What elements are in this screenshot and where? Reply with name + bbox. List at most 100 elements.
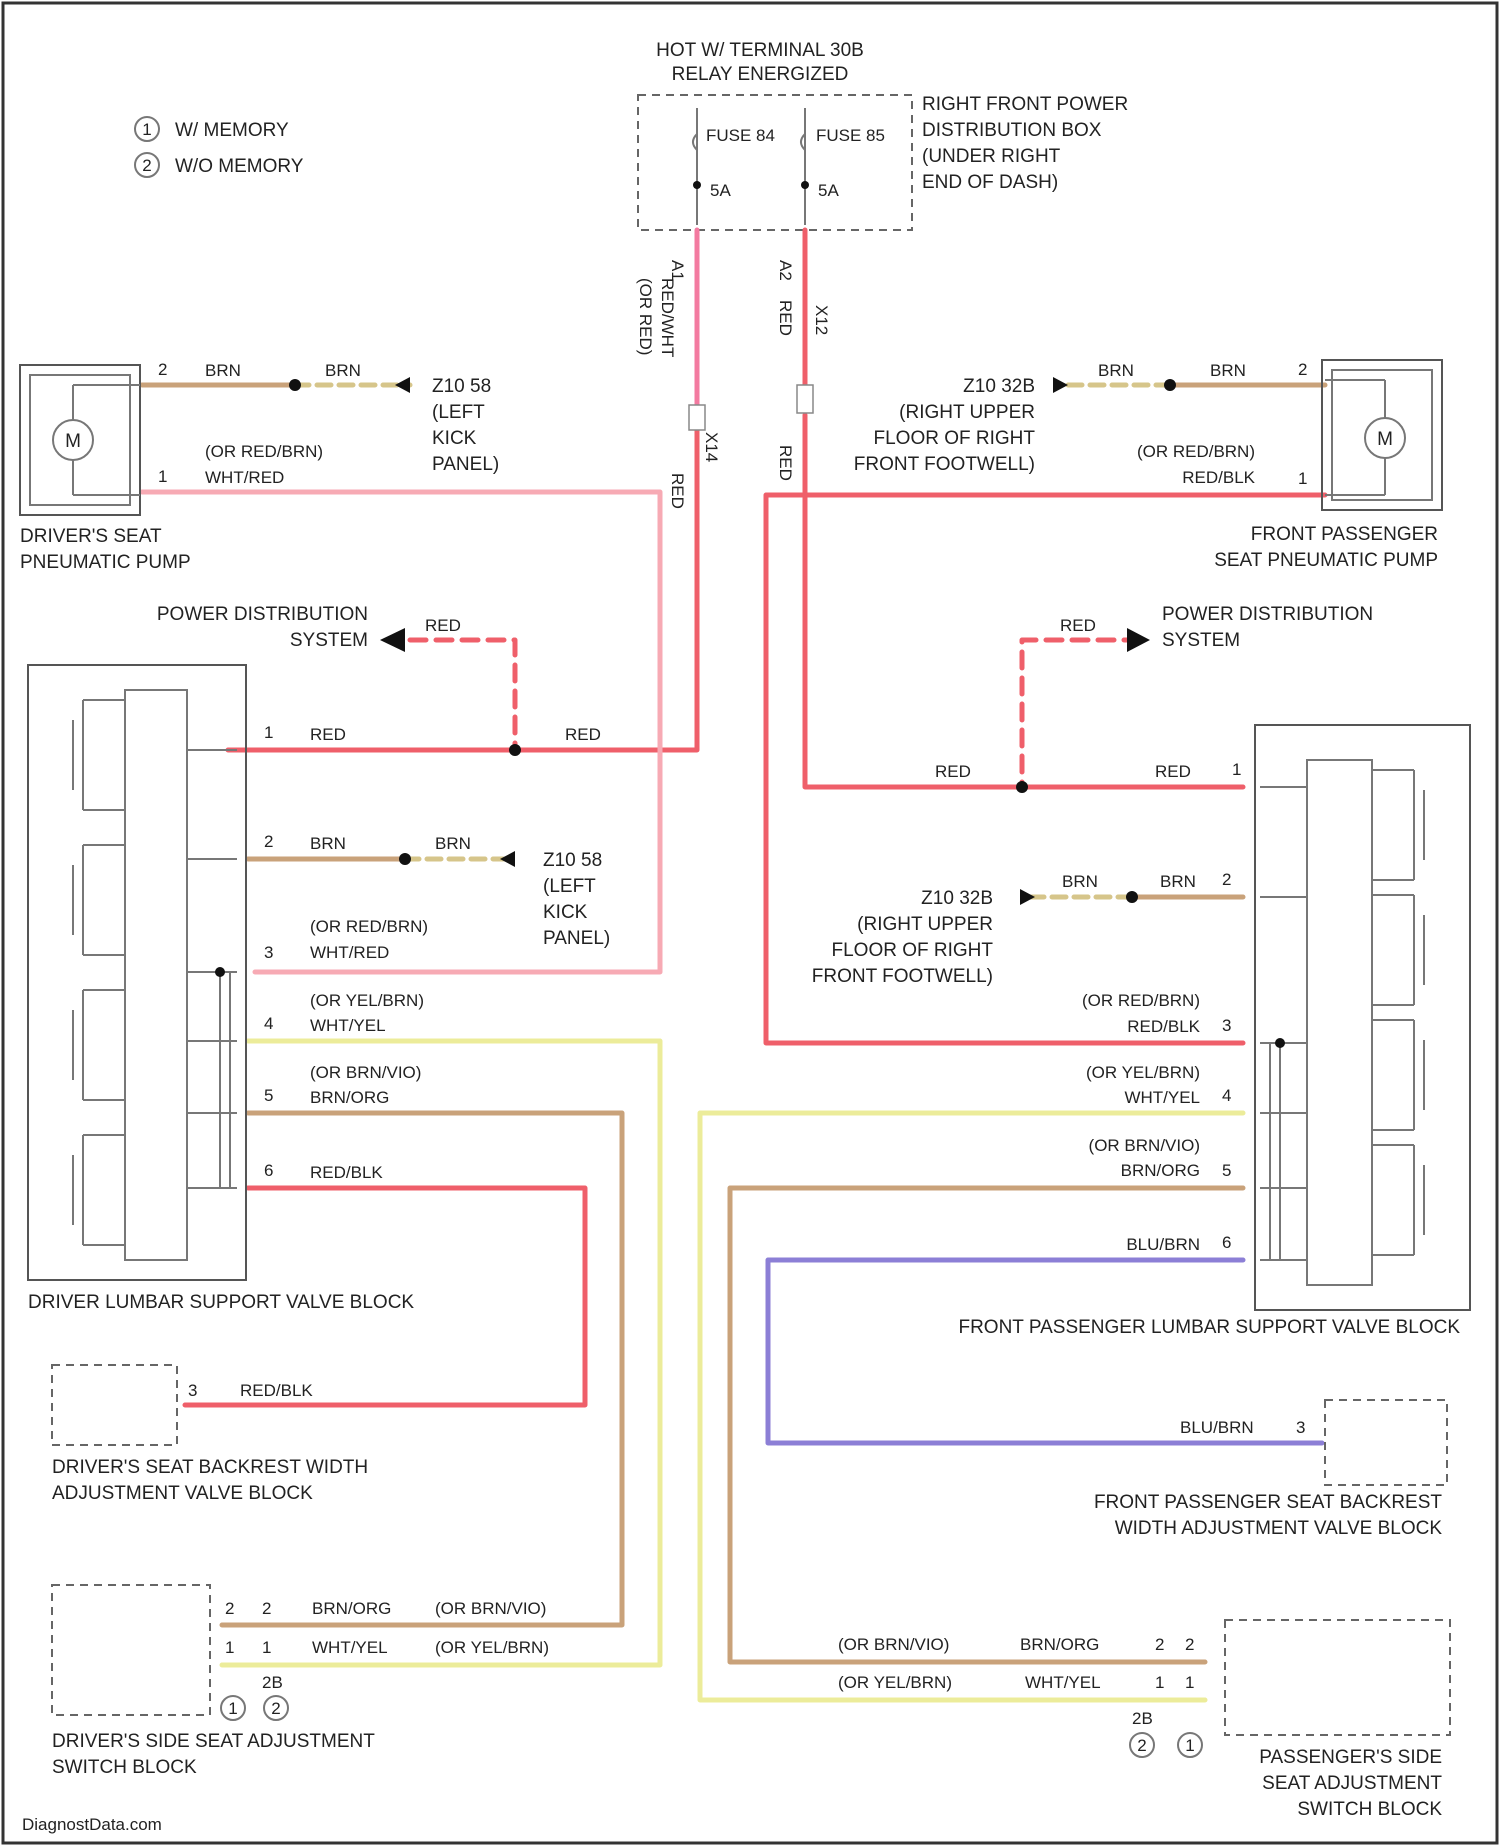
passenger-pump-label-1: FRONT PASSENGER	[1251, 524, 1438, 545]
arrow-left-icon	[380, 628, 405, 652]
pvb-pin-6: 6	[1222, 1233, 1231, 1252]
passenger-backrest-outline	[1325, 1400, 1447, 1485]
feed-right-wire1: RED	[776, 300, 795, 336]
driver-pump-ground-1: Z10 58	[432, 376, 491, 397]
fuse-84-label: FUSE 84	[706, 126, 775, 145]
passenger-pump-ground-3: FLOOR OF RIGHT	[874, 428, 1036, 449]
passenger-pump-ground-4: FRONT FOOTWELL)	[854, 454, 1035, 475]
ps-pin2b: 2	[1185, 1635, 1194, 1654]
ds-label-1: DRIVER'S SIDE SEAT ADJUSTMENT	[52, 1731, 375, 1752]
pvb-pin-3: 3	[1222, 1016, 1231, 1035]
passenger-backrest-wire: BLU/BRN	[1180, 1418, 1254, 1437]
passenger-pump-ground-2: (RIGHT UPPER	[899, 402, 1035, 423]
ps-label-1: PASSENGER'S SIDE	[1259, 1747, 1442, 1768]
dvb-g3: KICK	[543, 902, 588, 923]
feed-right-conn: X12	[812, 305, 831, 335]
power-dist-left-2: SYSTEM	[290, 630, 368, 651]
fuse-box-label-2: DISTRIBUTION BOX	[922, 120, 1102, 141]
ds-w1a: WHT/YEL	[312, 1638, 388, 1657]
driver-pump-label-2: PNEUMATIC PUMP	[20, 552, 191, 573]
wire-left-feed-red	[228, 430, 697, 750]
ds-w2a: BRN/ORG	[312, 1599, 391, 1618]
pvb-w1a: RED	[935, 762, 971, 781]
dvb-pin-6: 6	[264, 1161, 273, 1180]
passenger-switch-outline	[1225, 1620, 1450, 1735]
dvb-w2a: BRN	[310, 834, 346, 853]
fuse-85-amp: 5A	[818, 181, 839, 200]
passenger-pump-pin1: 1	[1298, 469, 1307, 488]
dvb-g4: PANEL)	[543, 928, 610, 949]
power-dist-right: RED POWER DISTRIBUTION SYSTEM	[1060, 604, 1373, 652]
dvb-pin-4: 4	[264, 1014, 273, 1033]
driver-pump: M 2 1 BRN BRN Z10 58 (LEFT KICK PANEL) (…	[20, 360, 499, 573]
ps-label-2: SEAT ADJUSTMENT	[1262, 1773, 1442, 1794]
diagram-frame	[3, 3, 1497, 1843]
ps-label-3: SWITCH BLOCK	[1297, 1799, 1442, 1820]
legend-label-2: W/O MEMORY	[175, 156, 304, 177]
arrow-right-icon	[1127, 628, 1150, 652]
ground-arrow-icon	[1053, 377, 1068, 393]
driver-switch-outline	[52, 1585, 210, 1715]
ps-w1a: (OR YEL/BRN)	[838, 1673, 952, 1692]
driver-backrest-label-2: ADJUSTMENT VALVE BLOCK	[52, 1483, 313, 1504]
passenger-pump-red1: (OR RED/BRN)	[1137, 442, 1255, 461]
driver-valve-block: 1 2 3 4 5 6 RED RED BRN BRN Z10 58 (LEFT…	[28, 665, 610, 1313]
pvb-w3b: RED/BLK	[1127, 1017, 1200, 1036]
dvb-w5a: (OR BRN/VIO)	[310, 1063, 421, 1082]
ps-w2a: (OR BRN/VIO)	[838, 1635, 949, 1654]
fuse-box-outline	[638, 95, 912, 230]
dvb-w2b: BRN	[435, 834, 471, 853]
dvb-w1b: RED	[565, 725, 601, 744]
ps-pin1b: 1	[1185, 1673, 1194, 1692]
passenger-pump-brn1: BRN	[1098, 361, 1134, 380]
dvb-g1: Z10 58	[543, 850, 602, 871]
dvb-w5b: BRN/ORG	[310, 1088, 389, 1107]
dvb-pin-2: 2	[264, 832, 273, 851]
driver-switch: 2 2 1 1 BRN/ORG (OR BRN/VIO) WHT/YEL (OR…	[52, 1585, 549, 1778]
ds-pin1b: 1	[262, 1638, 271, 1657]
pvb-w2b: BRN	[1160, 872, 1196, 891]
passenger-switch: 2 2 1 1 (OR BRN/VIO) BRN/ORG (OR YEL/BRN…	[838, 1620, 1450, 1820]
ds-pin1a: 1	[225, 1638, 234, 1657]
ps-conn: 2B	[1132, 1709, 1153, 1728]
dvb-pin-5: 5	[264, 1086, 273, 1105]
pvb-w3a: (OR RED/BRN)	[1082, 991, 1200, 1010]
fuse-85-label: FUSE 85	[816, 126, 885, 145]
driver-pump-red1: (OR RED/BRN)	[205, 442, 323, 461]
driver-backrest-wire: RED/BLK	[240, 1381, 313, 1400]
fuse-box-label-3: (UNDER RIGHT	[922, 146, 1061, 167]
pvb-g1: Z10 32B	[921, 888, 993, 909]
driver-backrest-pin: 3	[188, 1381, 197, 1400]
ds-pin2a: 2	[225, 1599, 234, 1618]
fuse-box-label-1: RIGHT FRONT POWER	[922, 94, 1128, 115]
passenger-pump-motor: M	[1377, 429, 1393, 450]
passenger-backrest: 3 BLU/BRN FRONT PASSENGER SEAT BACKREST …	[1094, 1400, 1447, 1539]
power-dist-right-1: POWER DISTRIBUTION	[1162, 604, 1373, 625]
feed-left-conn: X14	[702, 432, 721, 462]
driver-pump-brn1: BRN	[205, 361, 241, 380]
dvb-w4b: WHT/YEL	[310, 1016, 386, 1035]
dvb-w3b: WHT/RED	[310, 943, 389, 962]
passenger-valve-outline	[1255, 725, 1470, 1310]
driver-pump-brn2: BRN	[325, 361, 361, 380]
ds-w1b: (OR YEL/BRN)	[435, 1638, 549, 1657]
passenger-pump-red2: RED/BLK	[1182, 468, 1255, 487]
pvb-g3: FLOOR OF RIGHT	[832, 940, 994, 961]
power-dist-left-wire: RED	[425, 616, 461, 635]
feed-left-wire3: RED	[668, 473, 687, 509]
pvb-w2a: BRN	[1062, 872, 1098, 891]
ps-marker-2: 1	[1185, 1736, 1194, 1755]
power-dist-right-2: SYSTEM	[1162, 630, 1240, 651]
driver-backrest: 3 RED/BLK DRIVER'S SEAT BACKREST WIDTH A…	[52, 1365, 368, 1504]
pvb-w5b: BRN/ORG	[1121, 1161, 1200, 1180]
ds-label-2: SWITCH BLOCK	[52, 1757, 197, 1778]
dvb-w3a: (OR RED/BRN)	[310, 917, 428, 936]
driver-pump-pin1: 1	[158, 467, 167, 486]
dvb-w4a: (OR YEL/BRN)	[310, 991, 424, 1010]
driver-backrest-outline	[52, 1365, 177, 1445]
passenger-pump-label-2: SEAT PNEUMATIC PUMP	[1214, 550, 1438, 571]
pvb-w6: BLU/BRN	[1126, 1235, 1200, 1254]
passenger-pump-ground-1: Z10 32B	[963, 376, 1035, 397]
fuse-box-title-2: RELAY ENERGIZED	[672, 64, 849, 85]
